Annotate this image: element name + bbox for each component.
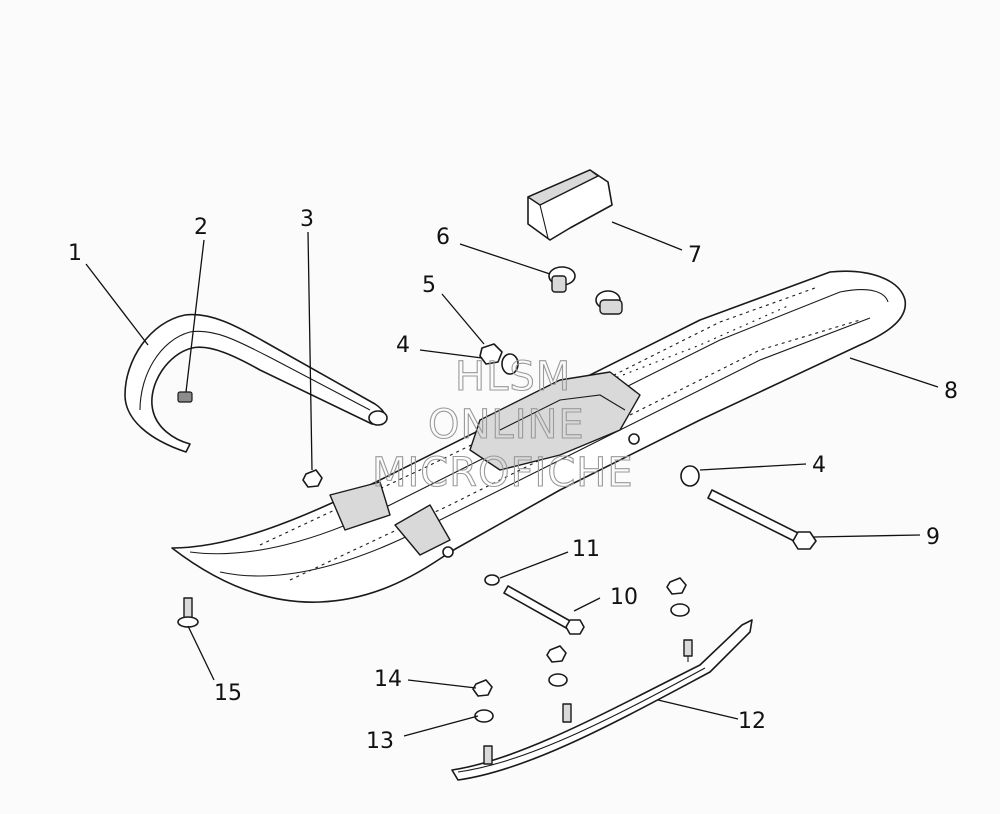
center-hardware-part [302,343,700,488]
ski-body-part [171,270,907,603]
callout-5: 5 [422,273,436,298]
rivet-part [177,597,199,628]
callout-4b: 4 [812,453,826,478]
callout-14: 14 [374,667,402,692]
callout-12: 12 [738,709,766,734]
watermark-line-1: HLSM [455,354,571,400]
callout-8: 8 [944,379,958,404]
wear-bar-hardware-part [472,577,690,723]
callout-7: 7 [688,243,702,268]
watermark-line-3: MICROFICHE [372,450,634,496]
callout-10: 10 [610,585,638,610]
callout-3: 3 [300,207,314,232]
callout-4a: 4 [396,333,410,358]
callout-9: 9 [926,525,940,550]
handle-fastener-part [177,391,193,403]
wear-bar-part [451,619,753,781]
watermark: HLSM ONLINE MICROFICHE [371,353,634,496]
wear-block-part [527,169,613,241]
callout-13: 13 [366,729,394,754]
callout-11: 11 [572,537,600,562]
watermark-line-2: ONLINE [428,402,585,448]
long-bolt-part [707,489,817,550]
callout-1: 1 [68,241,82,266]
callout-2: 2 [194,215,208,240]
callout-labels: 1 2 3 4 4 5 6 7 8 9 10 11 12 13 14 15 [68,207,958,754]
handle-loop-part [124,313,388,453]
callout-15: 15 [214,681,242,706]
leader-lines [85,221,939,737]
bushing-part [548,266,623,315]
short-bolt-part [484,574,585,635]
callout-6: 6 [436,225,450,250]
